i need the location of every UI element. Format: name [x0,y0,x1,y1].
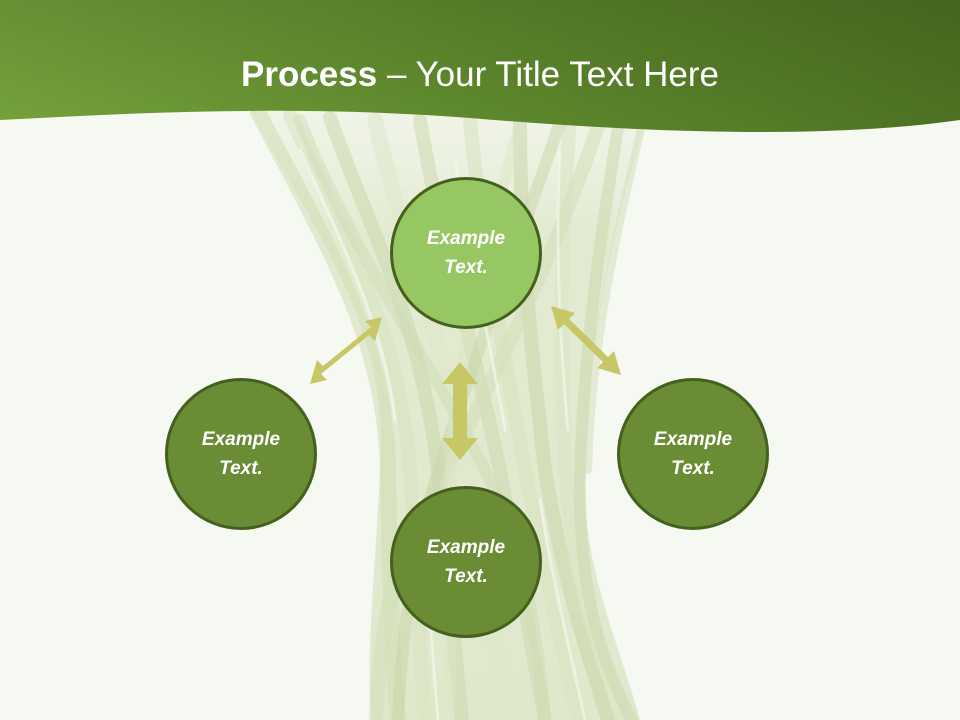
node-label: Example Text. [201,429,281,479]
header-banner [0,0,960,133]
double-arrow-top-bottom [442,362,478,460]
double-arrow-top-right [551,306,621,375]
process-node-bottom: Example Text. [390,486,542,638]
node-label: Example Text. [426,228,506,278]
title-rest-part: Your Title Text Here [415,55,720,94]
process-node-left: Example Text. [165,378,317,530]
double-arrow-top-left [310,317,382,384]
process-node-right: Example Text. [617,378,769,530]
node-label: Example Text. [426,537,506,587]
process-node-top: Example Text. [390,177,542,329]
node-label: Example Text. [653,429,733,479]
title-separator: – [377,55,416,94]
title-bold-part: Process [241,55,378,94]
slide-title: Process – Your Title Text Here [0,50,960,100]
